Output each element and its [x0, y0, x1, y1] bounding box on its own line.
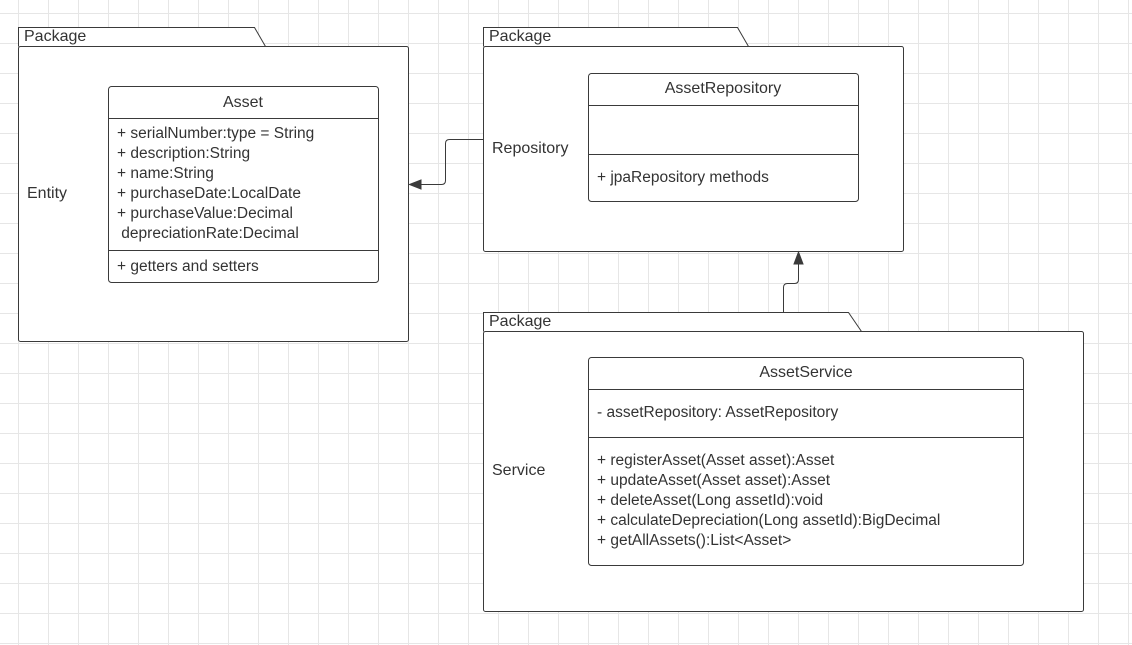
dependency-service-to-repository[interactable]	[783, 250, 804, 313]
arrowhead-icon	[408, 179, 422, 190]
class-asset-repository[interactable]: AssetRepository + jpaRepository methods	[588, 73, 859, 202]
class-asset-service-box	[588, 357, 1024, 566]
class-asset-service-method: + registerAsset(Asset asset):Asset	[597, 452, 835, 469]
class-asset[interactable]: Asset + serialNumber:type = String + des…	[108, 86, 379, 283]
package-repository-tab-label: Package	[489, 28, 551, 45]
class-asset-service-method: + calculateDepreciation(Long assetId):Bi…	[597, 512, 940, 529]
class-asset-service-method: + updateAsset(Asset asset):Asset	[597, 472, 831, 489]
package-service-label: Service	[492, 462, 545, 479]
dependency-repository-to-entity[interactable]	[408, 139, 484, 190]
class-asset-repository-name: AssetRepository	[665, 80, 782, 97]
class-asset-attribute: + serialNumber:type = String	[117, 125, 314, 142]
class-asset-service-attribute: - assetRepository: AssetRepository	[597, 404, 838, 421]
package-entity-tab	[18, 27, 266, 47]
class-asset-repository-method: + jpaRepository methods	[597, 169, 769, 186]
class-asset-attribute: + purchaseDate:LocalDate	[117, 185, 301, 202]
package-service-tab	[483, 312, 862, 332]
package-service[interactable]: Package Service AssetService - assetRepo…	[483, 312, 1084, 612]
class-asset-service-name: AssetService	[759, 364, 852, 381]
class-asset-service[interactable]: AssetService - assetRepository: AssetRep…	[588, 357, 1024, 566]
class-asset-box	[108, 86, 379, 283]
package-entity[interactable]: Package Entity Asset + serialNumber:type…	[18, 27, 409, 342]
package-repository-label: Repository	[492, 140, 568, 157]
connector-line	[783, 263, 799, 313]
class-asset-service-method: + getAllAssets():List<Asset>	[597, 532, 791, 549]
package-repository[interactable]: Package Repository AssetRepository + jpa…	[483, 27, 904, 252]
package-entity-label: Entity	[27, 185, 67, 202]
class-asset-name: Asset	[223, 94, 264, 111]
connector-line	[420, 139, 484, 185]
class-asset-service-method: + deleteAsset(Long assetId):void	[597, 492, 823, 509]
class-asset-attribute: + description:String	[117, 145, 250, 162]
package-service-tab-label: Package	[489, 313, 551, 330]
class-asset-attribute: depreciationRate:Decimal	[117, 225, 299, 242]
class-asset-method: + getters and setters	[117, 258, 259, 275]
package-entity-tab-label: Package	[24, 28, 86, 45]
arrowhead-icon	[793, 250, 804, 265]
class-asset-attribute: + name:String	[117, 165, 214, 182]
class-asset-attribute: + purchaseValue:Decimal	[117, 205, 293, 222]
package-repository-tab	[483, 27, 749, 47]
